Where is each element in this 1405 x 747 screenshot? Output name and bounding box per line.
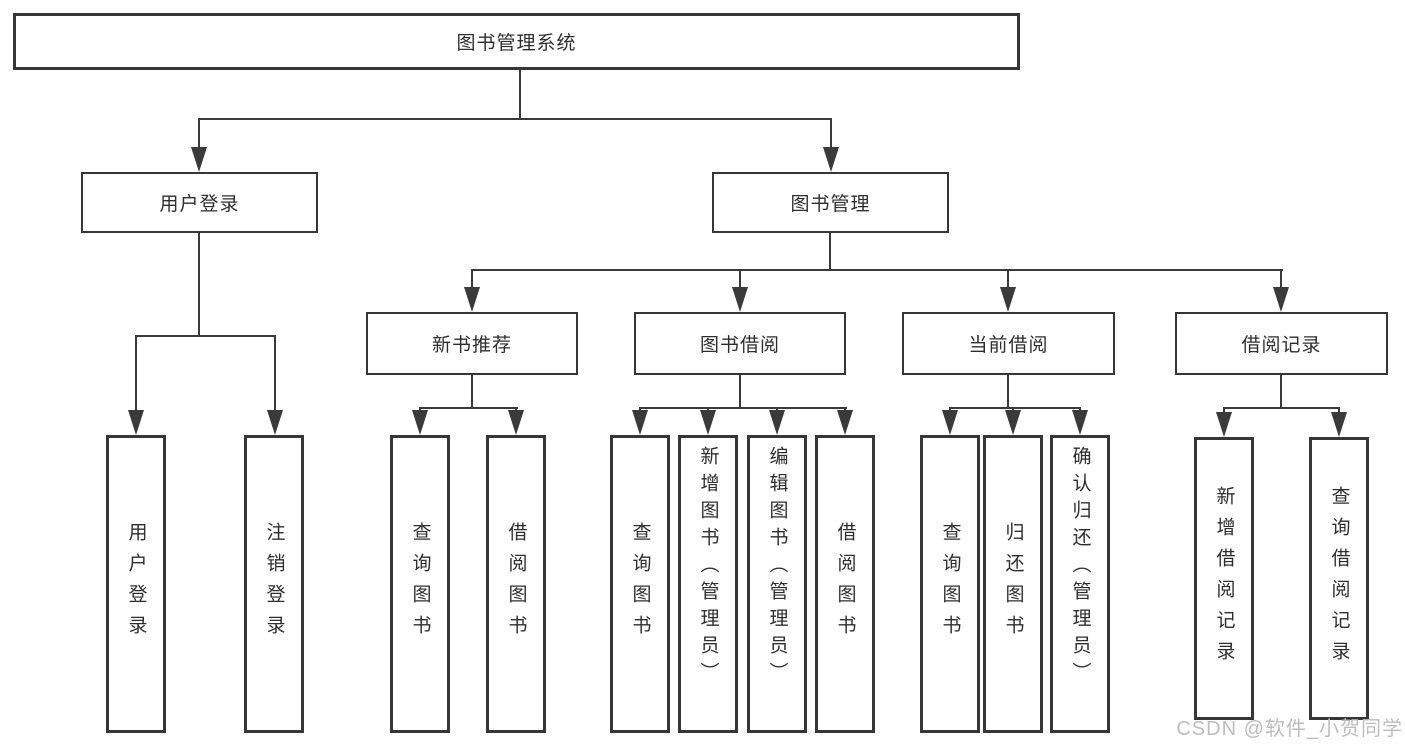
connector-borrow-record-arm [1280,269,1282,289]
connector-user-login-drop [198,233,200,337]
node-book-borrow: 图书借阅 [634,312,846,375]
node-book-borrow-label: 图书借阅 [699,335,780,356]
connector-borrow-record-split [1223,407,1340,409]
leaf-return-book: 归还图书 [983,435,1043,733]
arrow-down-icon [732,287,748,312]
leaf-recommend-borrow-book: 借阅图书 [486,435,546,733]
node-root: 图书管理系统 [13,13,1020,70]
node-borrow-record-label: 借阅记录 [1241,335,1322,356]
connector-leaf-arm [1223,407,1225,415]
node-book-management-label: 图书管理 [790,194,871,215]
leaf-add-borrow-record-label: 新增借阅记录 [1213,485,1235,672]
leaf-borrow-query-book-label: 查询图书 [629,522,651,646]
connector-user-login-split [135,335,276,337]
leaf-recommend-query-book: 查询图书 [390,435,450,733]
node-user-login: 用户登录 [81,172,318,233]
connector-book-borrow-split [639,407,847,409]
connector-level3-span [471,269,1283,271]
leaf-borrow-book: 借阅图书 [815,435,875,733]
arrow-down-icon [1072,410,1088,435]
leaf-add-borrow-record: 新增借阅记录 [1194,437,1254,720]
leaf-confirm-return-admin: 确认归还（管理员） [1050,435,1110,733]
connector-user-login-arm [198,118,200,148]
arrow-down-icon [1216,412,1232,437]
arrow-down-icon [837,410,853,435]
leaf-borrow-book-label: 借阅图书 [834,522,856,646]
leaf-borrow-query-book: 查询图书 [610,435,670,733]
leaf-confirm-return-admin-label: 确认归还（管理员） [1069,446,1091,689]
connector-current-borrow-split [949,407,1081,409]
connector-new-book-recommend-drop [471,375,473,409]
node-new-book-recommend-label: 新书推荐 [431,335,512,356]
leaf-add-book-admin-label: 新增图书（管理员） [697,446,719,689]
node-current-borrow-label: 当前借阅 [968,335,1049,356]
leaf-current-query-book: 查询图书 [920,435,980,733]
node-current-borrow: 当前借阅 [902,312,1115,375]
connector-root-drop [519,70,521,118]
connector-book-management-arm [830,118,832,148]
connector-book-borrow-arm [739,269,741,289]
connector-current-borrow-drop [1007,375,1009,409]
arrow-down-icon [942,410,958,435]
connector-level2-span [198,118,832,120]
node-root-label: 图书管理系统 [456,33,577,54]
arrow-down-icon [412,410,428,435]
arrow-down-icon [769,410,785,435]
connector-current-borrow-arm [1007,269,1009,289]
node-book-management: 图书管理 [712,172,949,233]
leaf-edit-book-admin-label: 编辑图书（管理员） [766,446,788,689]
arrow-down-icon [267,410,283,435]
leaf-user-login-label: 用户登录 [125,522,147,646]
arrow-down-icon [1331,412,1347,437]
node-borrow-record: 借阅记录 [1175,312,1388,375]
connector-borrow-record-drop [1280,375,1282,409]
leaf-recommend-borrow-book-label: 借阅图书 [505,522,527,646]
node-new-book-recommend: 新书推荐 [366,312,578,375]
leaf-return-book-label: 归还图书 [1002,522,1024,646]
leaf-logout: 注销登录 [244,435,304,733]
leaf-add-book-admin: 新增图书（管理员） [678,435,738,733]
arrow-down-icon [464,287,480,312]
arrow-down-icon [823,147,839,172]
leaf-user-login: 用户登录 [106,435,166,733]
leaf-query-borrow-record-label: 查询借阅记录 [1328,485,1350,672]
arrow-down-icon [1005,410,1021,435]
leaf-edit-book-admin: 编辑图书（管理员） [747,435,807,733]
leaf-current-query-book-label: 查询图书 [939,522,961,646]
leaf-query-borrow-record: 查询借阅记录 [1309,437,1369,720]
connector-book-management-drop [829,233,831,271]
connector-leaf-logout-arm [274,335,276,411]
connector-new-book-recommend-split [419,407,518,409]
connector-leaf-arm [1338,407,1340,415]
arrow-down-icon [632,410,648,435]
watermark: CSDN @软件_小贺同学 [1176,718,1403,740]
arrow-down-icon [128,410,144,435]
arrow-down-icon [191,147,207,172]
connector-leaf-user-login-arm [135,335,137,411]
node-user-login-label: 用户登录 [159,194,240,215]
arrow-down-icon [508,410,524,435]
leaf-logout-label: 注销登录 [263,522,285,646]
arrow-down-icon [1273,287,1289,312]
arrow-down-icon [1000,287,1016,312]
leaf-recommend-query-book-label: 查询图书 [409,522,431,646]
connector-book-borrow-drop [739,375,741,409]
connector-new-book-recommend-arm [471,269,473,289]
arrow-down-icon [700,410,716,435]
